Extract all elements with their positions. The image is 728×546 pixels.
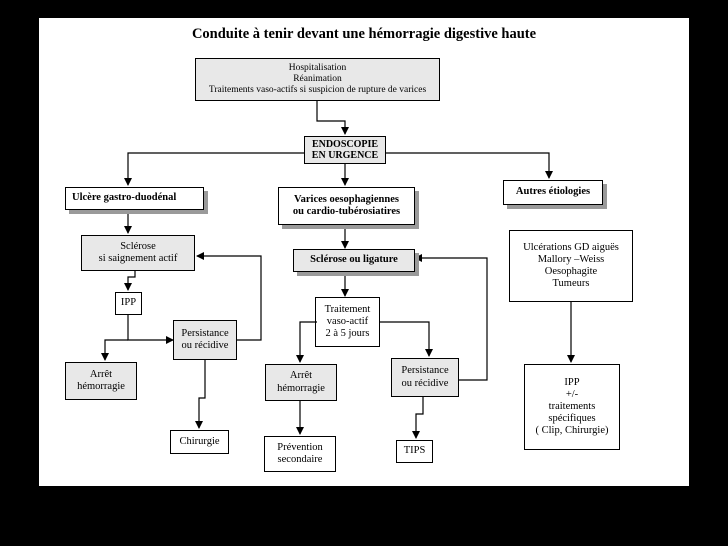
- arrow-endo-autres: [386, 152, 553, 179]
- arrow-ipp-persistance: [127, 315, 174, 344]
- arrow-persistance-sclerose-ligature: [414, 254, 488, 381]
- arrow-ipp-arret: [101, 339, 128, 361]
- box-arret-varices: Arrêt hémorragie: [265, 364, 337, 401]
- box-etiologies-list: Ulcérations GD aiguës Mallory –Weiss Oes…: [509, 230, 633, 302]
- arrow-endo-ulcere: [124, 152, 304, 186]
- arrow-hosp-endo: [316, 101, 349, 135]
- box-traitement-vaso: Traitement vaso-actif 2 à 5 jours: [315, 297, 380, 347]
- arrow-traitement-arret: [296, 321, 317, 363]
- arrow-traitement-persistance: [380, 321, 433, 357]
- diagram-title: Conduite à tenir devant une hémorragie d…: [191, 26, 537, 42]
- box-ipp: IPP: [115, 292, 142, 315]
- arrow-persistance-chirurgie: [195, 360, 206, 429]
- box-varices: Varices oesophagiennes ou cardio-tubéros…: [278, 187, 415, 225]
- box-arret-ulcere: Arrêt hémorragie: [65, 362, 137, 400]
- box-sclerose-ulcere: Sclérose si saignement actif: [81, 235, 195, 271]
- arrow-sclerose-ipp: [124, 270, 136, 291]
- box-ulcere: Ulcère gastro-duodénal: [65, 187, 204, 210]
- box-persistance-varices: Persistance ou récidive: [391, 358, 459, 397]
- arrow-persistance-tips: [412, 396, 424, 439]
- box-autres: Autres étiologies: [503, 180, 603, 205]
- box-endoscopie: ENDOSCOPIE EN URGENCE: [304, 136, 386, 164]
- box-ipp-traitements: IPP +/- traitements spécifiques ( Clip, …: [524, 364, 620, 450]
- arrow-persistance-sclerose: [196, 252, 262, 341]
- box-chirurgie: Chirurgie: [170, 430, 229, 454]
- box-hospitalisation: Hospitalisation Réanimation Traitements …: [195, 58, 440, 101]
- slide: Conduite à tenir devant une hémorragie d…: [39, 18, 689, 486]
- box-persistance-ulcere: Persistance ou récidive: [173, 320, 237, 360]
- box-sclerose-ligature: Sclérose ou ligature: [293, 249, 415, 272]
- connector-lines: [101, 101, 575, 439]
- box-tips: TIPS: [396, 440, 433, 463]
- box-prevention: Prévention secondaire: [264, 436, 336, 472]
